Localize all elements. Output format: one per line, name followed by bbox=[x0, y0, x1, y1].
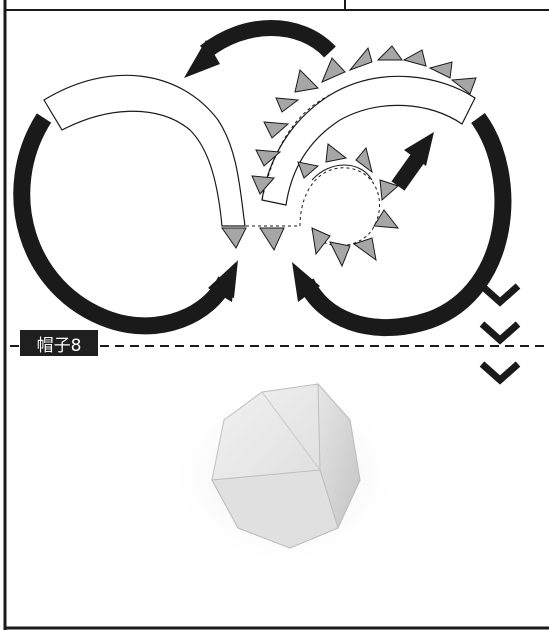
straight-arrow-icon bbox=[398, 132, 434, 186]
step-label: 帽子8 bbox=[20, 330, 98, 356]
curved-arrow-icon bbox=[184, 28, 330, 78]
folded-paper-model bbox=[165, 380, 405, 570]
spiral-coil bbox=[300, 165, 380, 246]
chevron-down-icon bbox=[482, 286, 518, 380]
